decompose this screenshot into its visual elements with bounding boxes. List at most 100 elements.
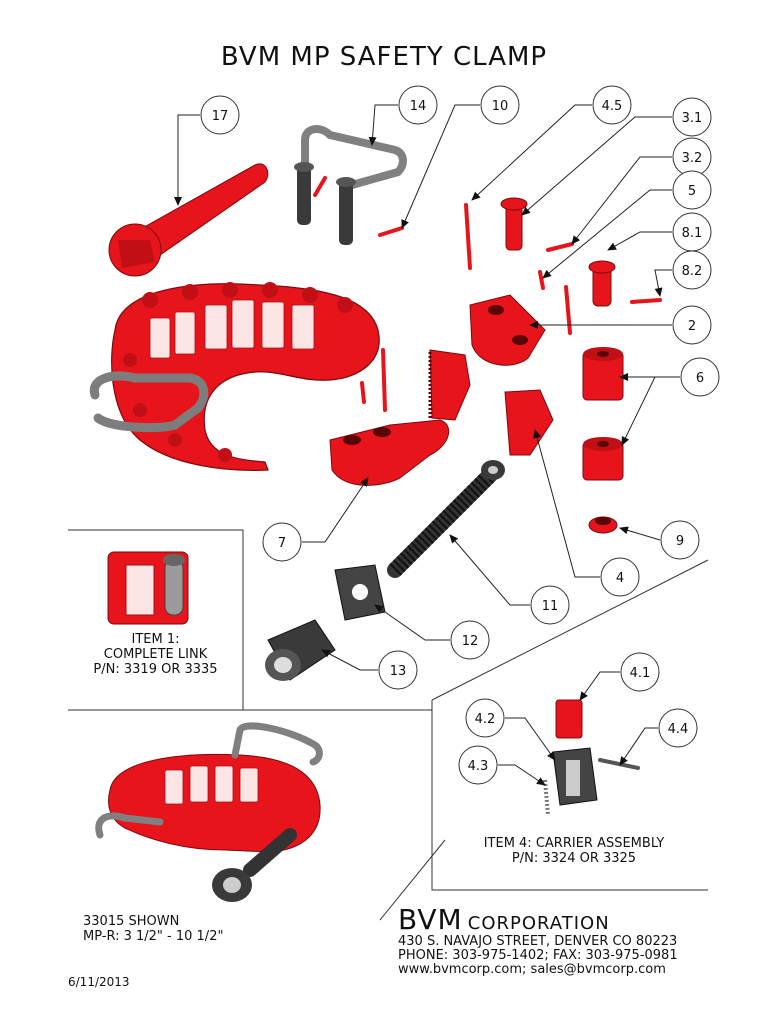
item-1-complete-link [107,551,189,625]
company-contact: 430 S. NAVAJO STREET, DENVER CO 80223 PH… [398,935,678,977]
callout-bubble-5: 5 [672,170,712,210]
part-7-link [329,419,450,486]
item-1-line-1: ITEM 1: [131,632,180,647]
callout-leader-5 [542,189,672,279]
company-phone: PHONE: 303-975-1402; FAX: 303-975-0981 [398,948,678,963]
part-9-nut [588,516,618,534]
callout-bubble-2: 2 [672,305,712,345]
callout-bubble-17: 17 [200,95,240,135]
company-brand: BVM CORPORATION [398,903,610,936]
callout-leader-4-1 [579,671,620,701]
callout-label: 12 [462,634,479,649]
item-1-line-3: P/N: 3319 OR 3335 [93,662,218,677]
callout-label: 11 [542,599,559,614]
callout-leader-3-1 [521,116,672,216]
part-12-washer [334,564,386,621]
callout-leader-10 [401,104,480,229]
callout-bubble-9: 9 [660,520,700,560]
callout-leader-9 [619,526,661,541]
part-4-carrier [504,389,554,456]
company-name: BVM [398,903,463,936]
model-shown-line-1: 33015 SHOWN [83,914,180,929]
callout-bubble-3-1: 3.1 [672,97,712,137]
callout-leader-8-1 [607,231,672,251]
part-13-nut [265,619,336,681]
callout-bubble-4-4: 4.4 [658,708,698,748]
callout-leader-8-2 [654,269,672,297]
jaw-insert [428,349,471,421]
part-2-link [469,294,546,366]
part-8-1-pin [588,260,616,307]
callout-bubble-4-3: 4.3 [458,745,498,785]
callout-label: 4.5 [602,99,623,114]
part-6-blocks [582,347,624,481]
callout-leader-12 [374,604,450,641]
part-3-1-pin [500,197,528,251]
callout-leader-4-3 [498,764,546,786]
page-title: BVM MP SAFETY CLAMP [220,42,548,72]
item-1-caption: ITEM 1: COMPLETE LINK P/N: 3319 OR 3335 [68,632,243,677]
callout-leader-4-5 [471,104,592,201]
part-14-bail [294,125,407,245]
company-web: www.bvmcorp.com; sales@bvmcorp.com [398,962,666,977]
callout-label: 7 [278,536,286,551]
callout-label: 8.2 [682,264,703,279]
callout-label: 4.3 [468,759,489,774]
callout-bubble-4-2: 4.2 [465,698,505,738]
callout-label: 17 [212,109,229,124]
callout-bubble-11: 11 [530,585,570,625]
callout-leader-11 [449,534,530,606]
model-shown-caption: 33015 SHOWN MP-R: 3 1/2" - 10 1/2" [83,914,223,944]
callout-leaders [174,104,680,786]
callout-label: 3.1 [682,111,703,126]
callout-label: 8.1 [682,226,703,241]
callout-bubble-8-2: 8.2 [672,250,712,290]
item-4-line-2: P/N: 3324 OR 3325 [511,851,637,866]
frame-lines [68,529,709,921]
callout-leader-13 [321,649,378,671]
assembled-clamp-33015 [95,722,323,902]
callout-bubble-10: 10 [480,85,520,125]
clamp-body [89,282,380,471]
drawing-date: 6/11/2013 [68,975,130,989]
part-17-handle [108,163,269,277]
callout-bubble-3-2: 3.2 [672,137,712,177]
callout-label: 6 [696,371,704,386]
callout-leader-7 [302,477,369,543]
callout-label: 2 [688,319,696,334]
callout-label: 4.4 [668,722,689,737]
callout-bubble-14: 14 [398,85,438,125]
callout-leader-4 [533,429,600,578]
callout-bubble-4-1: 4.1 [620,652,660,692]
callout-bubble-4-5: 4.5 [592,85,632,125]
callout-label: 13 [390,664,407,679]
callout-label: 4.1 [630,666,651,681]
callout-label: 5 [688,184,696,199]
callout-bubble-8-1: 8.1 [672,212,712,252]
item-4-line-1: ITEM 4: CARRIER ASSEMBLY [483,836,665,851]
callout-leader-17 [174,114,200,206]
callout-leader-4-4 [619,727,658,766]
callout-bubble-12: 12 [450,620,490,660]
callout-bubble-13: 13 [378,650,418,690]
item-1-line-2: COMPLETE LINK [103,647,208,662]
item-4-caption: ITEM 4: CARRIER ASSEMBLY P/N: 3324 OR 33… [440,836,708,866]
item-4-carrier-assembly [543,699,640,816]
callout-label: 14 [410,99,427,114]
callout-label: 10 [492,99,509,114]
callout-label: 9 [676,534,684,549]
callout-bubble-7: 7 [262,522,302,562]
callout-bubbles: 17 14 10 4.5 3.1 3.2 5 8.1 8.2 2 6 7 4 9 11 12 13 4.1 4.2 4… [200,85,720,785]
callout-label: 3.2 [682,151,703,166]
callout-bubble-6: 6 [680,357,720,397]
callout-leader-6b [621,376,680,446]
callout-leader-4-2 [505,717,556,761]
callout-label: 4.2 [475,712,496,727]
part-11-bolt [387,460,505,578]
model-shown-line-2: MP-R: 3 1/2" - 10 1/2" [83,929,224,944]
callout-leader-3-2 [571,156,672,245]
callout-label: 4 [616,571,624,586]
callout-bubble-4: 4 [600,557,640,597]
